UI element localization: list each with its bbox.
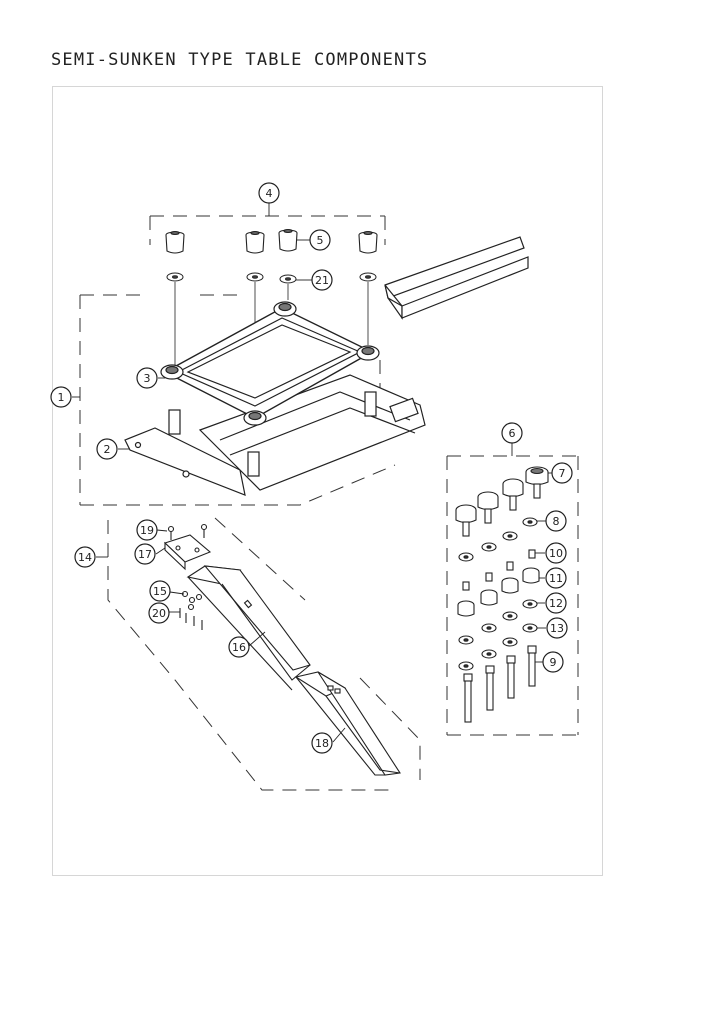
table-base-frame <box>124 301 426 496</box>
diagram-frame <box>52 86 603 876</box>
part-number: 14 <box>78 551 92 564</box>
callout-2: 2 <box>96 438 118 460</box>
callout-18: 18 <box>311 732 333 754</box>
part-number: 21 <box>315 274 329 287</box>
part-number: 10 <box>549 547 563 560</box>
part-number: 16 <box>232 641 246 654</box>
group-outline-rubber-cushions <box>149 215 386 245</box>
table-board-drawing <box>384 236 529 320</box>
washer-set <box>166 272 377 284</box>
callout-19: 19 <box>136 519 158 541</box>
part-number: 9 <box>550 656 557 669</box>
callout-9: 9 <box>542 651 564 673</box>
part-number: 2 <box>104 443 111 456</box>
part-number: 1 <box>58 391 65 404</box>
part-number: 20 <box>152 607 166 620</box>
rubber-cushion-set <box>165 228 378 254</box>
callout-21: 21 <box>311 269 333 291</box>
callout-10: 10 <box>545 542 567 564</box>
callout-7: 7 <box>551 462 573 484</box>
part-number: 17 <box>138 548 152 561</box>
part-number: 6 <box>509 427 516 440</box>
callout-20: 20 <box>148 602 170 624</box>
leader-lines <box>72 203 552 743</box>
callout-17: 17 <box>134 543 156 565</box>
callout-15: 15 <box>149 580 171 602</box>
part-number: 4 <box>266 187 273 200</box>
callout-12: 12 <box>545 592 567 614</box>
callout-13: 13 <box>546 617 568 639</box>
callout-16: 16 <box>228 636 250 658</box>
part-number: 11 <box>549 572 563 585</box>
group-outline-oil-reservoir <box>107 517 421 791</box>
callout-11: 11 <box>545 567 567 589</box>
callout-5: 5 <box>309 229 331 251</box>
part-number: 18 <box>315 737 329 750</box>
page-title: SEMI-SUNKEN TYPE TABLE COMPONENTS <box>51 50 429 70</box>
group-outline-bolts <box>446 455 579 736</box>
callout-1: 1 <box>50 386 72 408</box>
callout-6: 6 <box>501 422 523 444</box>
part-number: 13 <box>550 622 564 635</box>
callout-4: 4 <box>258 182 280 204</box>
oil-pan-drawing <box>163 523 401 776</box>
callout-14: 14 <box>74 546 96 568</box>
part-number: 5 <box>317 234 324 247</box>
callout-3: 3 <box>136 367 158 389</box>
part-number: 15 <box>153 585 167 598</box>
part-number: 12 <box>549 597 563 610</box>
callout-8: 8 <box>545 510 567 532</box>
part-number: 8 <box>553 515 560 528</box>
part-number: 3 <box>144 372 151 385</box>
part-number: 19 <box>140 524 154 537</box>
part-number: 7 <box>559 467 566 480</box>
group-outline-table-base <box>79 294 396 506</box>
bolt-cushion-set <box>455 466 549 723</box>
